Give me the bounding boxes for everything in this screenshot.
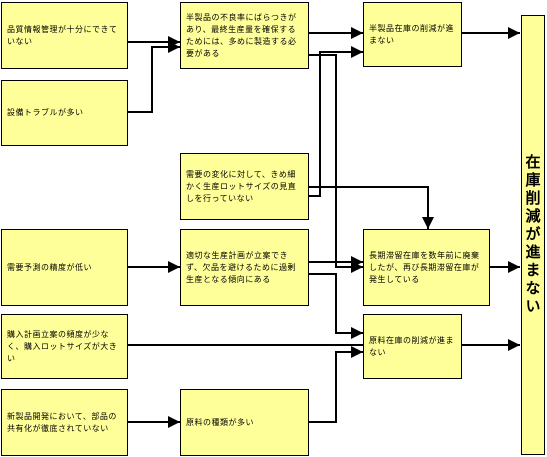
result-label: 長期滞留在庫を数年前に廃棄したが、再び長期滞留在庫が発生している [369, 250, 480, 284]
final-result-label: 在庫削減が進まない [523, 154, 542, 316]
cause-box-quality-info: 品質情報管理が十分にできていない [1, 2, 128, 69]
cause-label: 需要の変化に対して、きめ細かく生産ロットサイズの見直しを行っていない [186, 169, 297, 203]
arrow-b6-r3 [309, 273, 363, 339]
cause-label: 原料の種類が多い [186, 417, 254, 427]
cause-label: 適切な生産計画が立案できず、欠品を避けるために過剰生産となる傾向にある [186, 250, 296, 284]
cause-label: 購入計画立案の頻度が少なく、購入ロットサイズが大きい [7, 329, 118, 363]
arrow-b4-r1 [309, 46, 363, 197]
result-box-long-stagnant: 長期滞留在庫を数年前に廃棄したが、再び長期滞留在庫が発生している [363, 229, 490, 306]
final-result-box: 在庫削減が進まない [521, 15, 545, 455]
cause-label: 半製品の不良率にばらつきがあり、最終生産量を確保するためには、多めに製造する必要… [186, 12, 297, 58]
cause-box-defect-rate: 半製品の不良率にばらつきがあり、最終生産量を確保するためには、多めに製造する必要… [180, 2, 309, 69]
cause-box-lot-size-review: 需要の変化に対して、きめ細かく生産ロットサイズの見直しを行っていない [180, 153, 309, 220]
arrow-b2-b3 [128, 41, 180, 113]
cause-box-equipment-trouble: 設備トラブルが多い [1, 80, 128, 146]
cause-label: 品質情報管理が十分にできていない [7, 24, 118, 46]
cause-label: 設備トラブルが多い [7, 108, 84, 117]
cause-box-forecast-accuracy: 需要予測の精度が低い [1, 229, 128, 306]
arrow-b4-r2 [309, 186, 434, 229]
result-box-material-inventory: 原料在庫の削減が進まない [363, 314, 462, 379]
arrow-b3-r2 [309, 54, 363, 273]
cause-box-material-types: 原料の種類が多い [180, 389, 309, 456]
cause-box-purchase-lot: 購入計画立案の頻度が少なく、購入ロットサイズが大きい [1, 314, 128, 379]
arrow-b9-r3 [309, 346, 363, 423]
cause-label: 新製品開発において、部品の共有化が徹底されていない [7, 411, 117, 433]
result-box-wip-inventory: 半製品在庫の削減が進まない [363, 2, 462, 67]
cause-box-parts-sharing: 新製品開発において、部品の共有化が徹底されていない [1, 389, 128, 456]
result-label: 半製品在庫の削減が進まない [369, 23, 454, 45]
result-label: 原料在庫の削減が進まない [369, 335, 454, 357]
cause-box-production-plan: 適切な生産計画が立案できず、欠品を避けるために過剰生産となる傾向にある [180, 229, 309, 306]
cause-label: 需要予測の精度が低い [7, 262, 92, 272]
